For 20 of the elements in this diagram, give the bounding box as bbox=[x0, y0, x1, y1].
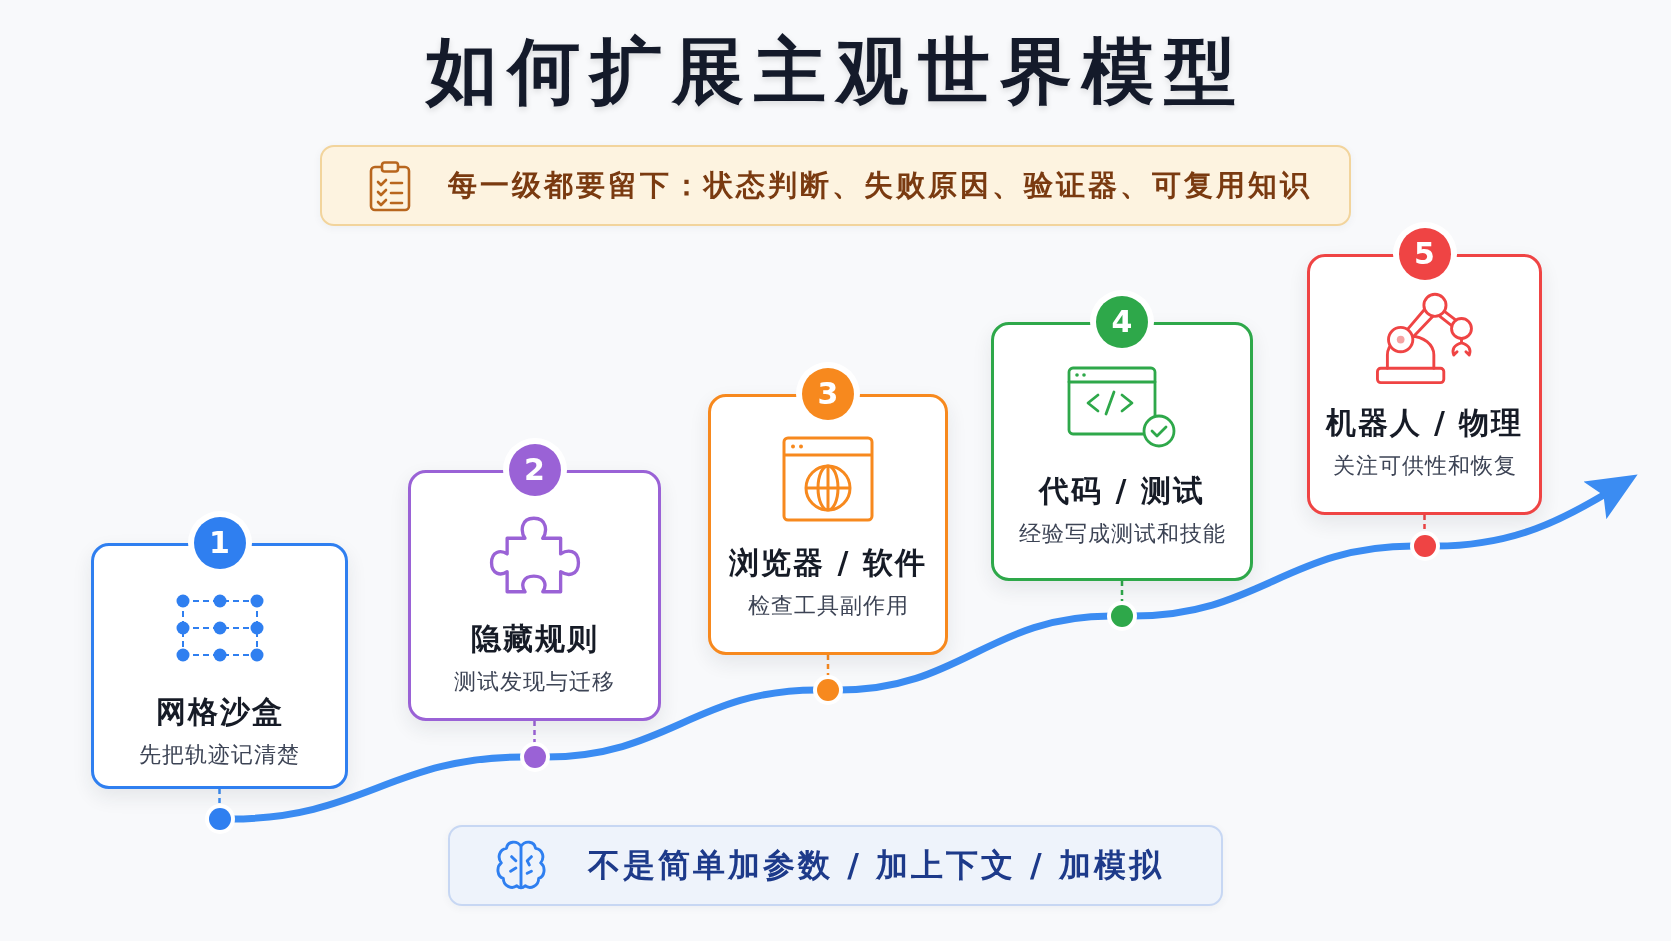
title: 如何扩展主观世界模型 bbox=[425, 30, 1246, 113]
note-banner bbox=[448, 825, 1223, 906]
note-text: 每一级都要留下：状态判断、失败原因、验证器、可复用知识 bbox=[448, 166, 1312, 204]
timeline-dot bbox=[1413, 535, 1436, 557]
timeline-dot bbox=[817, 679, 839, 701]
note-text: 不是简单加参数 / 加上下文 / 加模拟 bbox=[588, 844, 1164, 886]
step-description: 关注可供性和恢复 bbox=[1332, 452, 1517, 480]
step-title: 隐藏规则 bbox=[470, 620, 599, 658]
step-title: 网格沙盒 bbox=[155, 693, 284, 731]
step-description: 经验写成测试和技能 bbox=[1018, 520, 1226, 548]
step-description: 测试发现与迁移 bbox=[454, 668, 615, 696]
note-banner bbox=[320, 145, 1351, 226]
step-title: 浏览器 / 软件 bbox=[729, 544, 927, 582]
step-title: 机器人 / 物理 bbox=[1325, 404, 1524, 442]
timeline-dot bbox=[208, 808, 231, 830]
step-description: 先把轨迹记清楚 bbox=[139, 741, 300, 769]
timeline-dot bbox=[523, 746, 546, 768]
timeline-dot bbox=[1111, 605, 1133, 627]
step-description: 检查工具副作用 bbox=[747, 592, 909, 620]
step-title: 代码 / 测试 bbox=[1039, 472, 1205, 510]
